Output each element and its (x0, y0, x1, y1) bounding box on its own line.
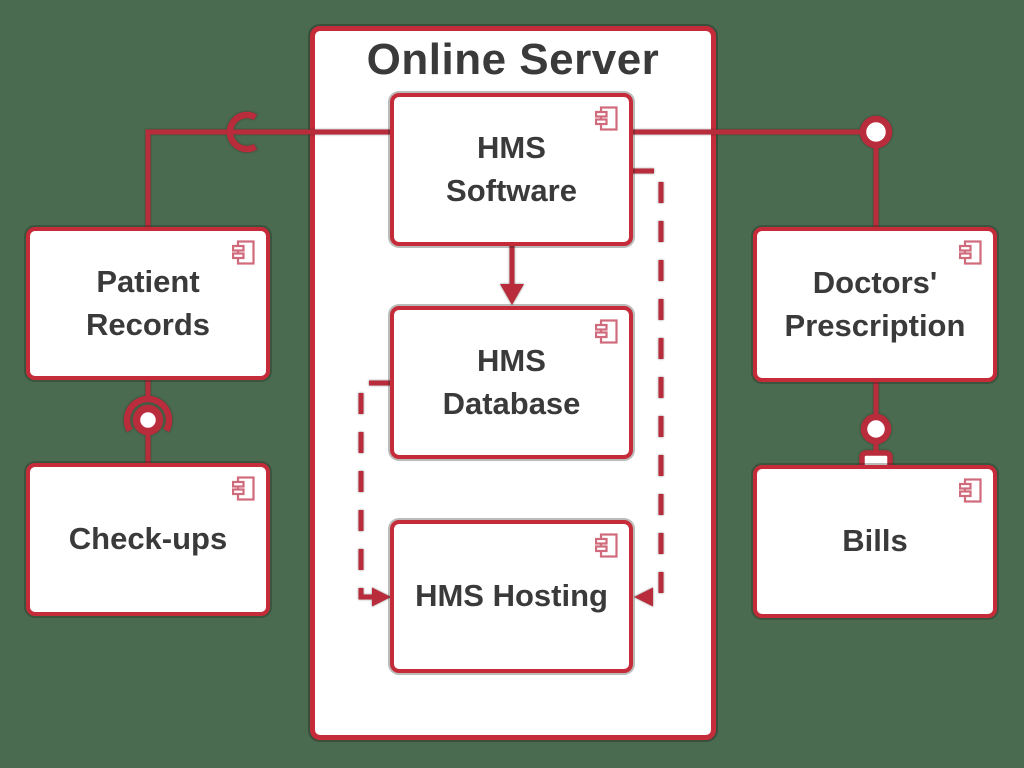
component-label: Check-ups (68, 521, 228, 557)
socket-icon (226, 111, 258, 153)
component-check-ups: Check-ups (26, 463, 270, 616)
uml-component-icon (595, 106, 618, 131)
component-label: Bills (842, 523, 908, 559)
uml-component-icon (232, 476, 255, 501)
component-hms-software: HMS Software (390, 93, 633, 246)
uml-component-icon (959, 478, 982, 503)
component-hms-database: HMS Database (390, 306, 633, 459)
ball-icon (860, 413, 892, 445)
ball-icon (132, 404, 164, 436)
component-label: Patient Records (85, 263, 211, 342)
component-label: HMS Database (442, 342, 581, 421)
component-label: HMS Software (446, 129, 577, 208)
arrowhead-icon (372, 587, 391, 607)
component-patient-records: Patient Records (26, 227, 270, 380)
component-doctors-prescription: Doctors' Prescription (753, 227, 997, 382)
dashed-connector-database-to-hosting (358, 380, 390, 600)
component-bills: Bills (753, 465, 997, 618)
arrowhead-icon (500, 284, 524, 305)
ball-icon (859, 115, 893, 149)
component-label: HMS Hosting (415, 578, 608, 614)
uml-component-icon (959, 240, 982, 265)
dashed-connector-software-to-hosting (633, 168, 664, 600)
uml-component-icon (595, 533, 618, 558)
component-label: Doctors' Prescription (784, 264, 966, 343)
online-server-title: Online Server (366, 35, 660, 84)
uml-component-icon (232, 240, 255, 265)
arrowhead-icon (634, 587, 653, 607)
socket-icon (123, 395, 173, 433)
component-hms-hosting: HMS Hosting (390, 520, 633, 673)
uml-component-icon (595, 319, 618, 344)
connector-software-to-patient-records (145, 129, 390, 227)
